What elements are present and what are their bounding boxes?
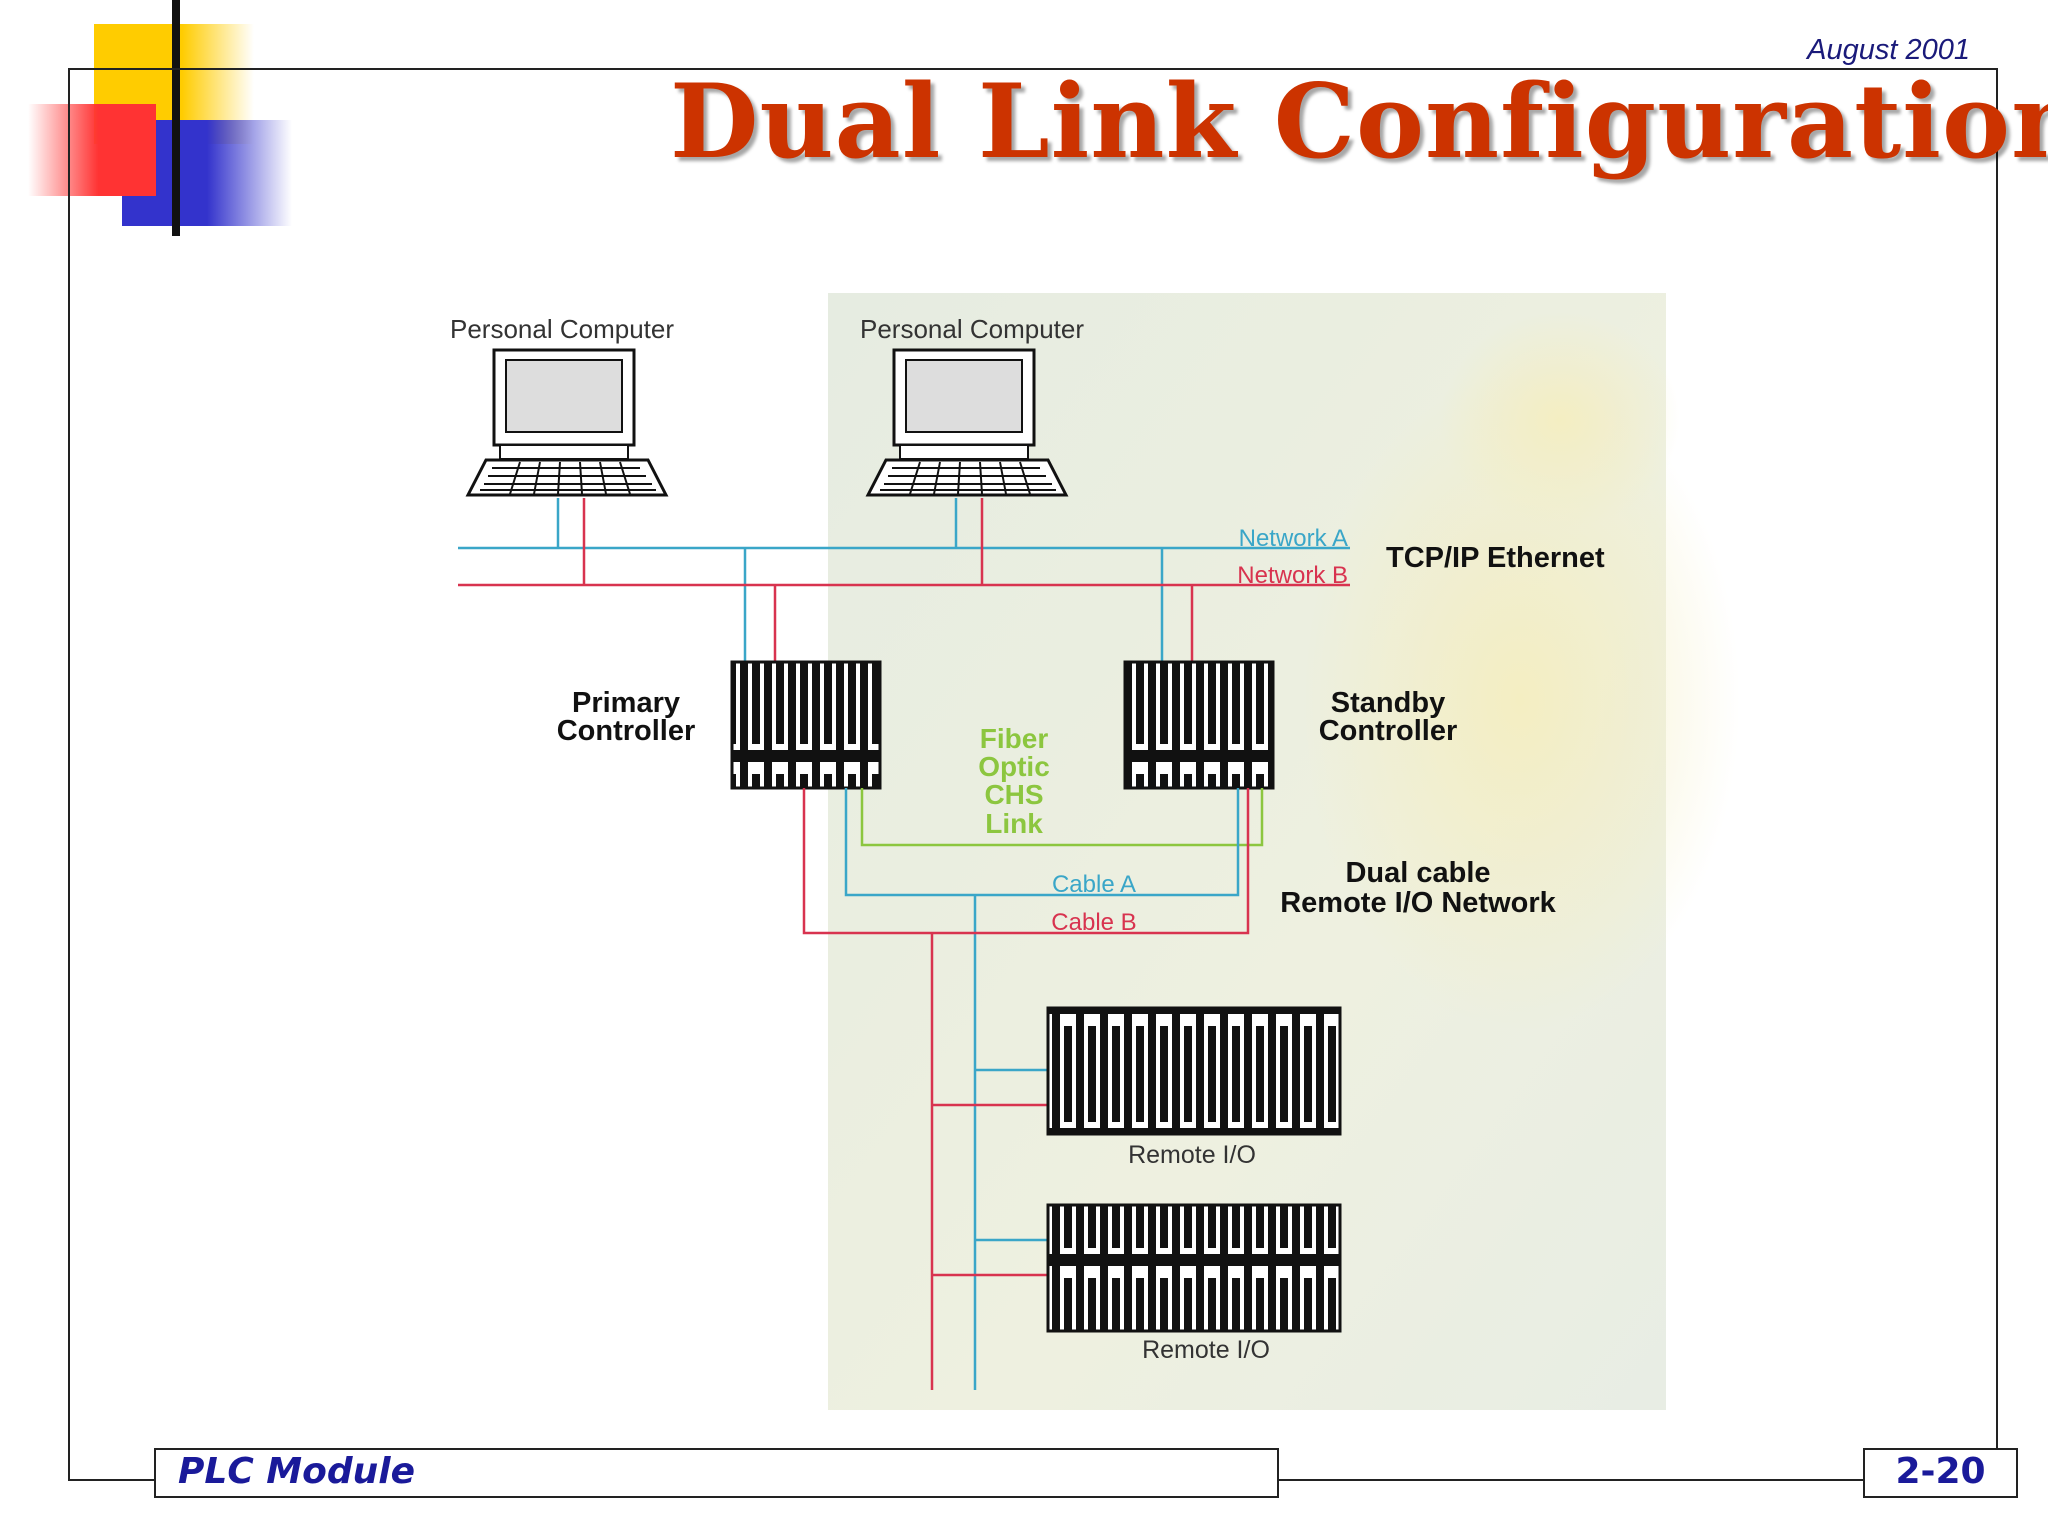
fiber-label-line2: Optic [978, 751, 1050, 782]
background-figure [1300, 370, 1740, 1030]
background-figure-head [1440, 310, 1680, 530]
fiber-optic-link [860, 788, 1264, 847]
remote-io-rack-2 [1046, 1203, 1342, 1333]
slide-title: Dual Link Configuration [670, 62, 2048, 182]
fiber-label-line4: Link [985, 808, 1043, 839]
logo-squares [28, 0, 292, 236]
standby-label-line1: Standby [1331, 687, 1445, 719]
remote-io-2-label: Remote I/O [1142, 1336, 1270, 1364]
logo-vertical-bar [172, 0, 180, 236]
footer-module-box [154, 1448, 1279, 1498]
date-label: August 2001 [1807, 34, 1970, 66]
standby-controller-rack [1123, 660, 1275, 790]
cable-b-lines [802, 788, 1250, 1390]
pc-right [865, 348, 1069, 497]
cable-a-label: Cable A [1052, 871, 1136, 898]
primary-label-line2: Controller [557, 715, 696, 747]
network-a-label: Network A [1239, 525, 1348, 552]
fiber-label-line3: CHS [984, 779, 1043, 810]
dual-cable-label-line1: Dual cable [1345, 857, 1490, 889]
network-b-lines [458, 498, 1350, 665]
footer-page-number: 2-20 [1895, 1451, 1986, 1492]
primary-controller-rack [730, 660, 882, 790]
network-a-lines [458, 498, 1350, 665]
logo-red-square [28, 104, 156, 196]
ethernet-label: TCP/IP Ethernet [1386, 542, 1605, 574]
pc-right-label: Personal Computer [860, 314, 1084, 344]
remote-io-rack-1 [1046, 1006, 1342, 1136]
primary-label-line1: Primary [572, 687, 680, 719]
network-b-label: Network B [1237, 562, 1348, 589]
dual-cable-label-line2: Remote I/O Network [1280, 887, 1556, 919]
pc-left [465, 348, 669, 497]
cable-b-label: Cable B [1051, 909, 1136, 936]
standby-label-line2: Controller [1319, 715, 1458, 747]
cable-a-lines [844, 788, 1240, 1390]
fiber-label-line1: Fiber [980, 723, 1049, 754]
pc-left-label: Personal Computer [450, 314, 674, 344]
footer-page-box [1863, 1448, 2018, 1498]
footer-module-label: PLC Module [178, 1451, 415, 1492]
remote-io-1-label: Remote I/O [1128, 1141, 1256, 1169]
